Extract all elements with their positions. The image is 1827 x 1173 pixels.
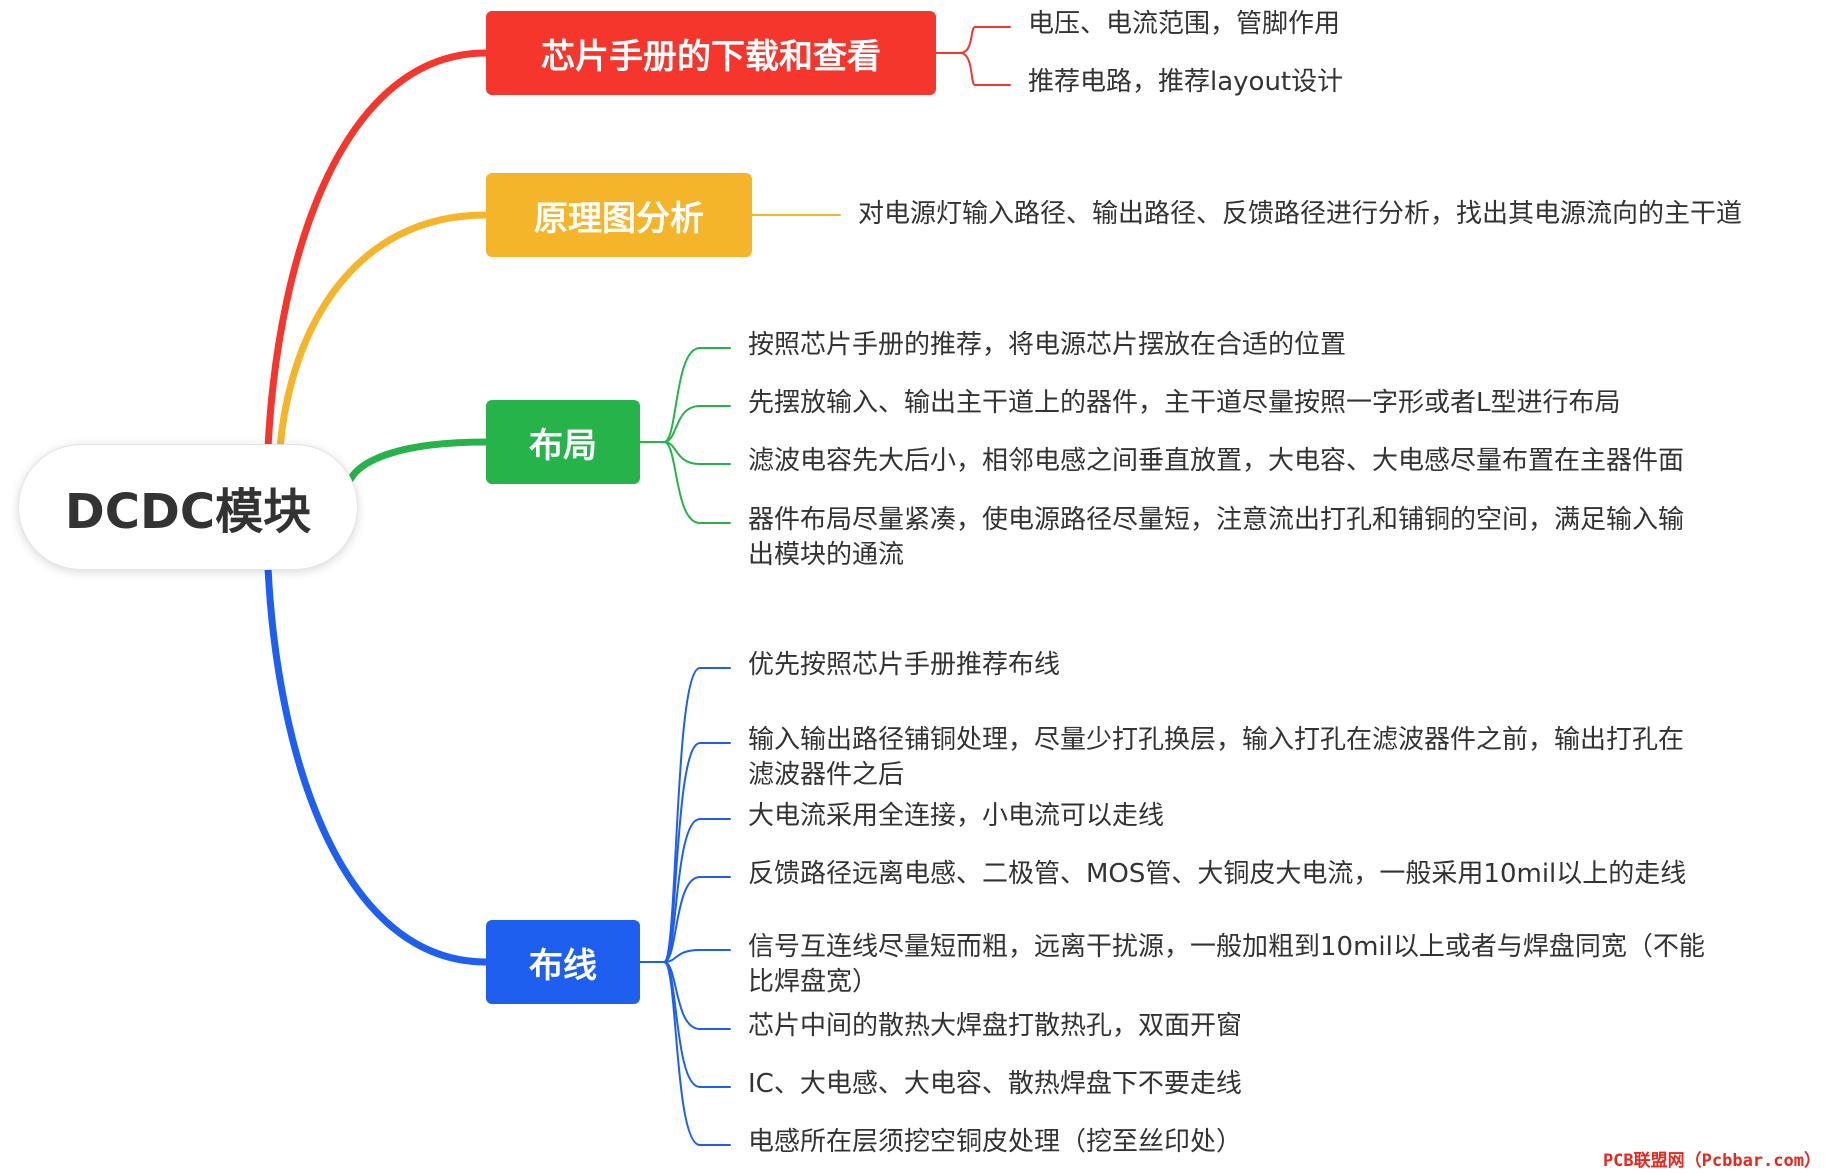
leaf-connector bbox=[935, 52, 1011, 86]
leaf-text[interactable]: 输入输出路径铺铜处理，尽量少打孔换层，输入打孔在滤波器件之前，输出打孔在滤波器件… bbox=[748, 725, 1685, 790]
main-branch-line bbox=[276, 211, 490, 452]
leaf-connector bbox=[935, 26, 1011, 54]
leaf-connector bbox=[639, 742, 731, 963]
branch-node[interactable]: 布线 bbox=[486, 920, 640, 1004]
leaf-connector bbox=[639, 961, 731, 1088]
main-branch-line bbox=[264, 49, 490, 452]
watermark: PCB联盟网（Pcbbar.com） bbox=[1602, 1151, 1821, 1171]
branch-node[interactable]: 原理图分析 bbox=[486, 173, 752, 257]
leaf-text[interactable]: 反馈路径远离电感、二极管、MOS管、大铜皮大电流，一般采用10mil以上的走线 bbox=[748, 859, 1687, 889]
leaf-text[interactable]: 按照芯片手册的推荐，将电源芯片摆放在合适的位置 bbox=[748, 330, 1347, 360]
root-node[interactable]: DCDC模块 bbox=[18, 444, 358, 570]
leaf-text[interactable]: 大电流采用全连接，小电流可以走线 bbox=[748, 801, 1165, 831]
main-branch-line bbox=[346, 438, 490, 484]
leaf-connector bbox=[639, 441, 731, 524]
leaf-text[interactable]: 电感所在层须挖空铜皮处理（挖至丝印处） bbox=[748, 1127, 1243, 1157]
leaf-connector bbox=[639, 961, 731, 1146]
leaf-text[interactable]: 电压、电流范围，管脚作用 bbox=[1028, 9, 1341, 39]
leaf-connector bbox=[639, 347, 731, 443]
leaf-connector bbox=[639, 949, 731, 963]
branch-node[interactable]: 布局 bbox=[486, 400, 640, 484]
leaf-text[interactable]: 器件布局尽量紧凑，使电源路径尽量短，注意流出打孔和铺铜的空间，满足输入输出模块的… bbox=[748, 505, 1685, 570]
leaf-text[interactable]: 先摆放输入、输出主干道上的器件，主干道尽量按照一字形或者L型进行布局 bbox=[748, 388, 1621, 418]
leaf-text[interactable]: 信号互连线尽量短而粗，远离干扰源，一般加粗到10mil以上或者与焊盘同宽（不能比… bbox=[748, 932, 1705, 997]
leaf-connector bbox=[639, 961, 731, 1030]
branch-node[interactable]: 芯片手册的下载和查看 bbox=[486, 11, 936, 95]
leaf-text[interactable]: IC、大电感、大电容、散热焊盘下不要走线 bbox=[748, 1069, 1242, 1099]
leaf-connector bbox=[639, 441, 731, 465]
leaf-text[interactable]: 推荐电路，推荐layout设计 bbox=[1028, 67, 1344, 97]
leaf-text[interactable]: 对电源灯输入路径、输出路径、反馈路径进行分析，找出其电源流向的主干道 bbox=[858, 199, 1743, 229]
leaf-text[interactable]: 滤波电容先大后小，相邻电感之间垂直放置，大电容、大电感尽量布置在主器件面 bbox=[748, 446, 1685, 476]
leaf-text[interactable]: 优先按照芯片手册推荐布线 bbox=[748, 650, 1061, 680]
main-branch-line bbox=[264, 564, 490, 966]
leaf-text[interactable]: 芯片中间的散热大焊盘打散热孔，双面开窗 bbox=[748, 1011, 1243, 1041]
leaf-connector bbox=[639, 405, 731, 443]
leaf-connector bbox=[639, 667, 731, 963]
